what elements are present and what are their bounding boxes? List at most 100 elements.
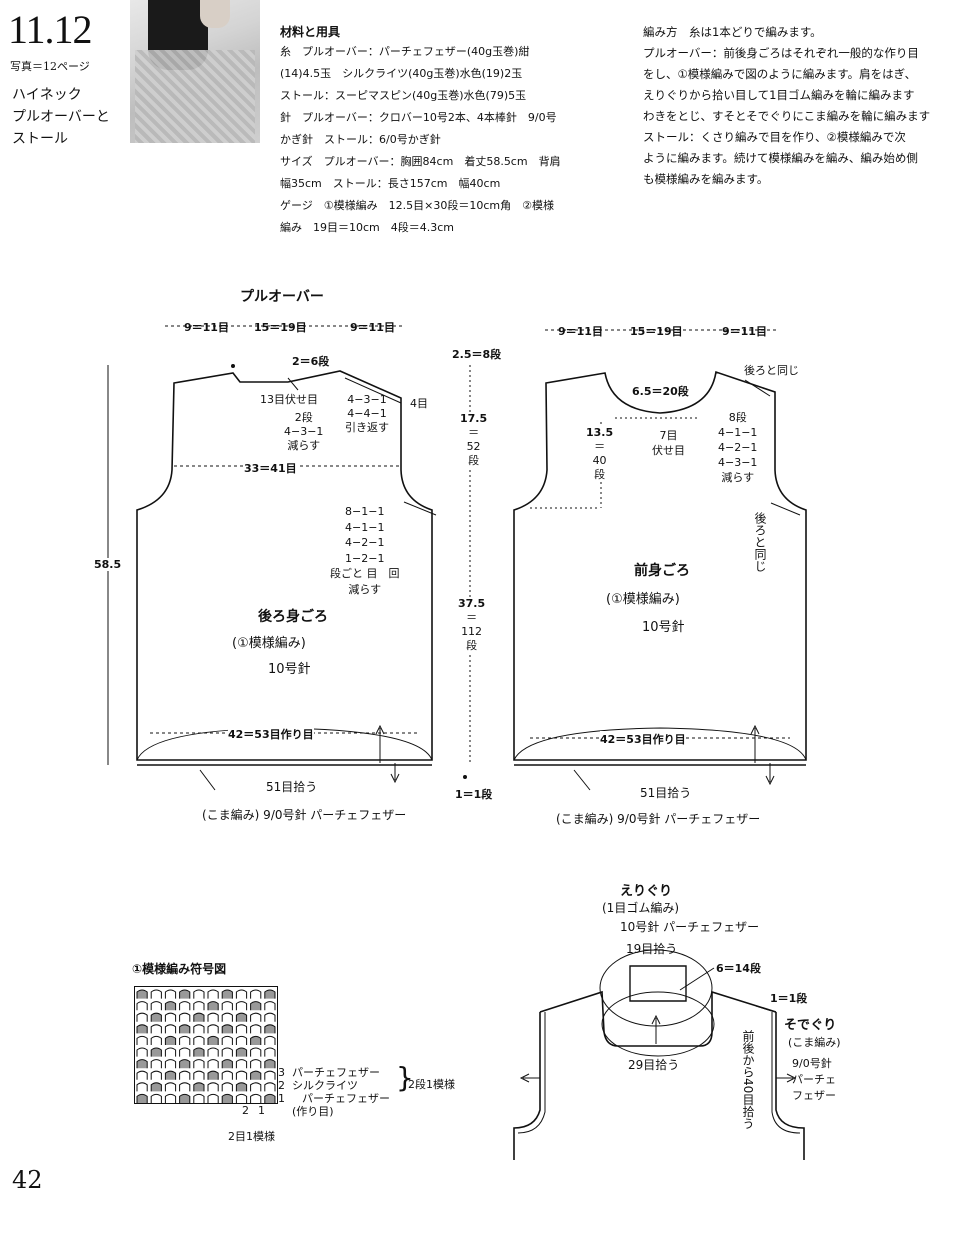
chart-stitch-symbol (235, 1082, 248, 1092)
chart-col-number: 2 (242, 1104, 249, 1117)
back-dec-line: 2段 (294, 411, 313, 424)
chart-stitch-symbol (164, 1035, 177, 1045)
chart-row1-yarn: パーチェフェザー (302, 1092, 390, 1105)
chart-stitch-symbol (179, 1059, 191, 1069)
materials-line: (14)4.5玉 シルクライツ(40g玉巻)水色(19)2玉 (280, 67, 523, 80)
center-upper-line: ＝ (468, 426, 480, 439)
chart-stitch-symbol (164, 1093, 177, 1103)
chart-stitch-symbol (193, 989, 205, 999)
materials-line: ストール：スーピマスピン(40g玉巻)水色(79)5玉 (280, 89, 527, 102)
chart-stitch-symbol (179, 1012, 191, 1022)
front-dec: 8段 4−1−1 4−2−1 4−3−1 減らす (718, 410, 757, 485)
chart-stitch-symbol (179, 1082, 191, 1092)
chart-row-numbers: 3 2 1 (278, 1066, 285, 1105)
center-lower: 37.5 ＝ 112 段 (458, 597, 486, 653)
chart-stitch-symbol (207, 1059, 219, 1069)
back-armhole-line: 1−2−1 (345, 551, 385, 565)
chart-stitch-symbol (179, 989, 191, 999)
front-bind-off: 7目 伏せ目 (652, 428, 685, 458)
chart-row-number: 2 (278, 1079, 285, 1092)
chart-stitch-symbol (221, 1070, 233, 1080)
front-neck-height: 13.5 ＝ 40 段 (586, 426, 614, 482)
chart-row-number: 1 (278, 1092, 285, 1105)
materials-line: かぎ針 ストール：6/0号かぎ針 (280, 133, 441, 146)
chart-stitch-symbol (193, 1070, 205, 1080)
chart-stitch-symbol (235, 1012, 248, 1022)
back-pickup: 51目拾う (266, 780, 318, 794)
chart-stitch-symbol (164, 1047, 177, 1057)
materials-line: 針 プルオーバー：クロバー10号2本、4本棒針 9/0号 (280, 111, 557, 124)
chart-stitch-symbol (221, 1012, 233, 1022)
chart-stitch-symbol (207, 1035, 219, 1045)
armhole-needle: 9/0号針 パーチェ フェザー (792, 1056, 836, 1104)
neckband-needle: 10号針 パーチェフェザー (620, 920, 760, 934)
method-line: も模様編みを編みます。 (643, 172, 769, 186)
chart-stitch-symbol (250, 1024, 262, 1034)
title-line-3: ストール (12, 131, 68, 147)
diagram-title: プルオーバー (240, 289, 324, 305)
chart-stitch-symbol (207, 989, 219, 999)
chart-stitch-symbol (264, 1082, 276, 1092)
chart-stitch-symbol (150, 989, 162, 999)
center-lower-line: ＝ (466, 611, 478, 624)
chart-stitch-symbol (164, 1070, 177, 1080)
neckband-body (513, 1012, 805, 1160)
chart-repeat-rows: 2段1模様 (408, 1078, 455, 1091)
back-width: 33＝41目 (244, 460, 297, 476)
chart-stitch-symbol (150, 1035, 162, 1045)
chart-stitch-symbol (264, 1047, 276, 1057)
chart-stitch-symbol (221, 989, 233, 999)
chart-stitch-symbol (264, 1012, 276, 1022)
model-photo (130, 0, 260, 143)
chart-stitch-symbol (264, 1093, 276, 1103)
front-dec-line: 4−2−1 (718, 441, 758, 454)
armhole-needle-line: フェザー (792, 1089, 836, 1102)
chart-stitch-symbol (207, 1001, 219, 1011)
chart-cast-on: (作り目) (292, 1105, 334, 1118)
front-neck-height-line: 13.5 (586, 426, 614, 439)
back-pattern: (①模様編み) (232, 636, 306, 651)
armhole-title: そでぐり (784, 1018, 837, 1033)
back-dec-left: 2段 4−3−1 減らす (284, 411, 323, 453)
front-neck-depth: 6.5＝20段 (632, 385, 689, 398)
front-same-as-back-vertical: 後ろと同じ (753, 512, 767, 572)
front-neck-height-line: ＝ (594, 440, 606, 453)
chart-stitch-symbol (250, 1047, 262, 1057)
chart-stitch-symbol (164, 1012, 177, 1022)
back-piece-name: 後ろ身ごろ (258, 609, 328, 625)
back-top-dim-center: 15＝19目 (254, 321, 307, 334)
symbol-chart (134, 986, 278, 1104)
front-neck-height-line: 段 (594, 468, 606, 481)
back-dec-line: 減らす (287, 439, 321, 452)
chart-stitch-symbol (179, 1093, 191, 1103)
front-top-dim-center: 15＝19目 (630, 325, 683, 338)
back-edging: (こま編み) 9/0号針 パーチェフェザー (202, 808, 407, 822)
front-dec-line: 4−3−1 (718, 456, 758, 469)
back-armhole-line: 4−1−1 (345, 520, 385, 534)
method-line: プルオーバー：前後身ごろはそれぞれ一般的な作り目 (643, 46, 919, 60)
chart-stitch-symbol (164, 1082, 177, 1092)
chart-stitch-symbol (193, 1024, 205, 1034)
chart-stitch-symbol (193, 1001, 205, 1011)
chart-stitch-symbol (179, 1047, 191, 1057)
chart-stitch-symbol (250, 989, 262, 999)
chart-stitch-symbol (207, 1093, 219, 1103)
armhole-needle-line: パーチェ (792, 1073, 836, 1086)
chart-stitch-symbol (221, 1082, 233, 1092)
photo-reference: 写真＝12ページ (10, 60, 90, 73)
chart-stitch-symbol (250, 1082, 262, 1092)
armhole-stitch: (こま編み) (788, 1036, 841, 1049)
back-top-dim-left: 9＝11目 (184, 321, 229, 334)
neckband-rows: 6＝14段 (716, 962, 761, 975)
method-line: をし、①模様編みで図のように編みます。肩をはぎ、 (643, 67, 917, 81)
front-bind-off-line: 伏せ目 (652, 444, 685, 457)
back-shoulder-rows: 4目 (410, 397, 428, 410)
chart-stitch-symbol (193, 1082, 205, 1092)
chart-repeat-sts: 2目1模様 (228, 1130, 275, 1143)
chart-stitch-symbol (235, 989, 248, 999)
back-shoulder: 4−3−1 4−4−1 引き返す (345, 393, 389, 435)
chart-stitch-symbol (136, 1082, 148, 1092)
back-armhole-line: 8−1−1 (345, 505, 385, 518)
chart-stitch-symbol (264, 1035, 276, 1045)
